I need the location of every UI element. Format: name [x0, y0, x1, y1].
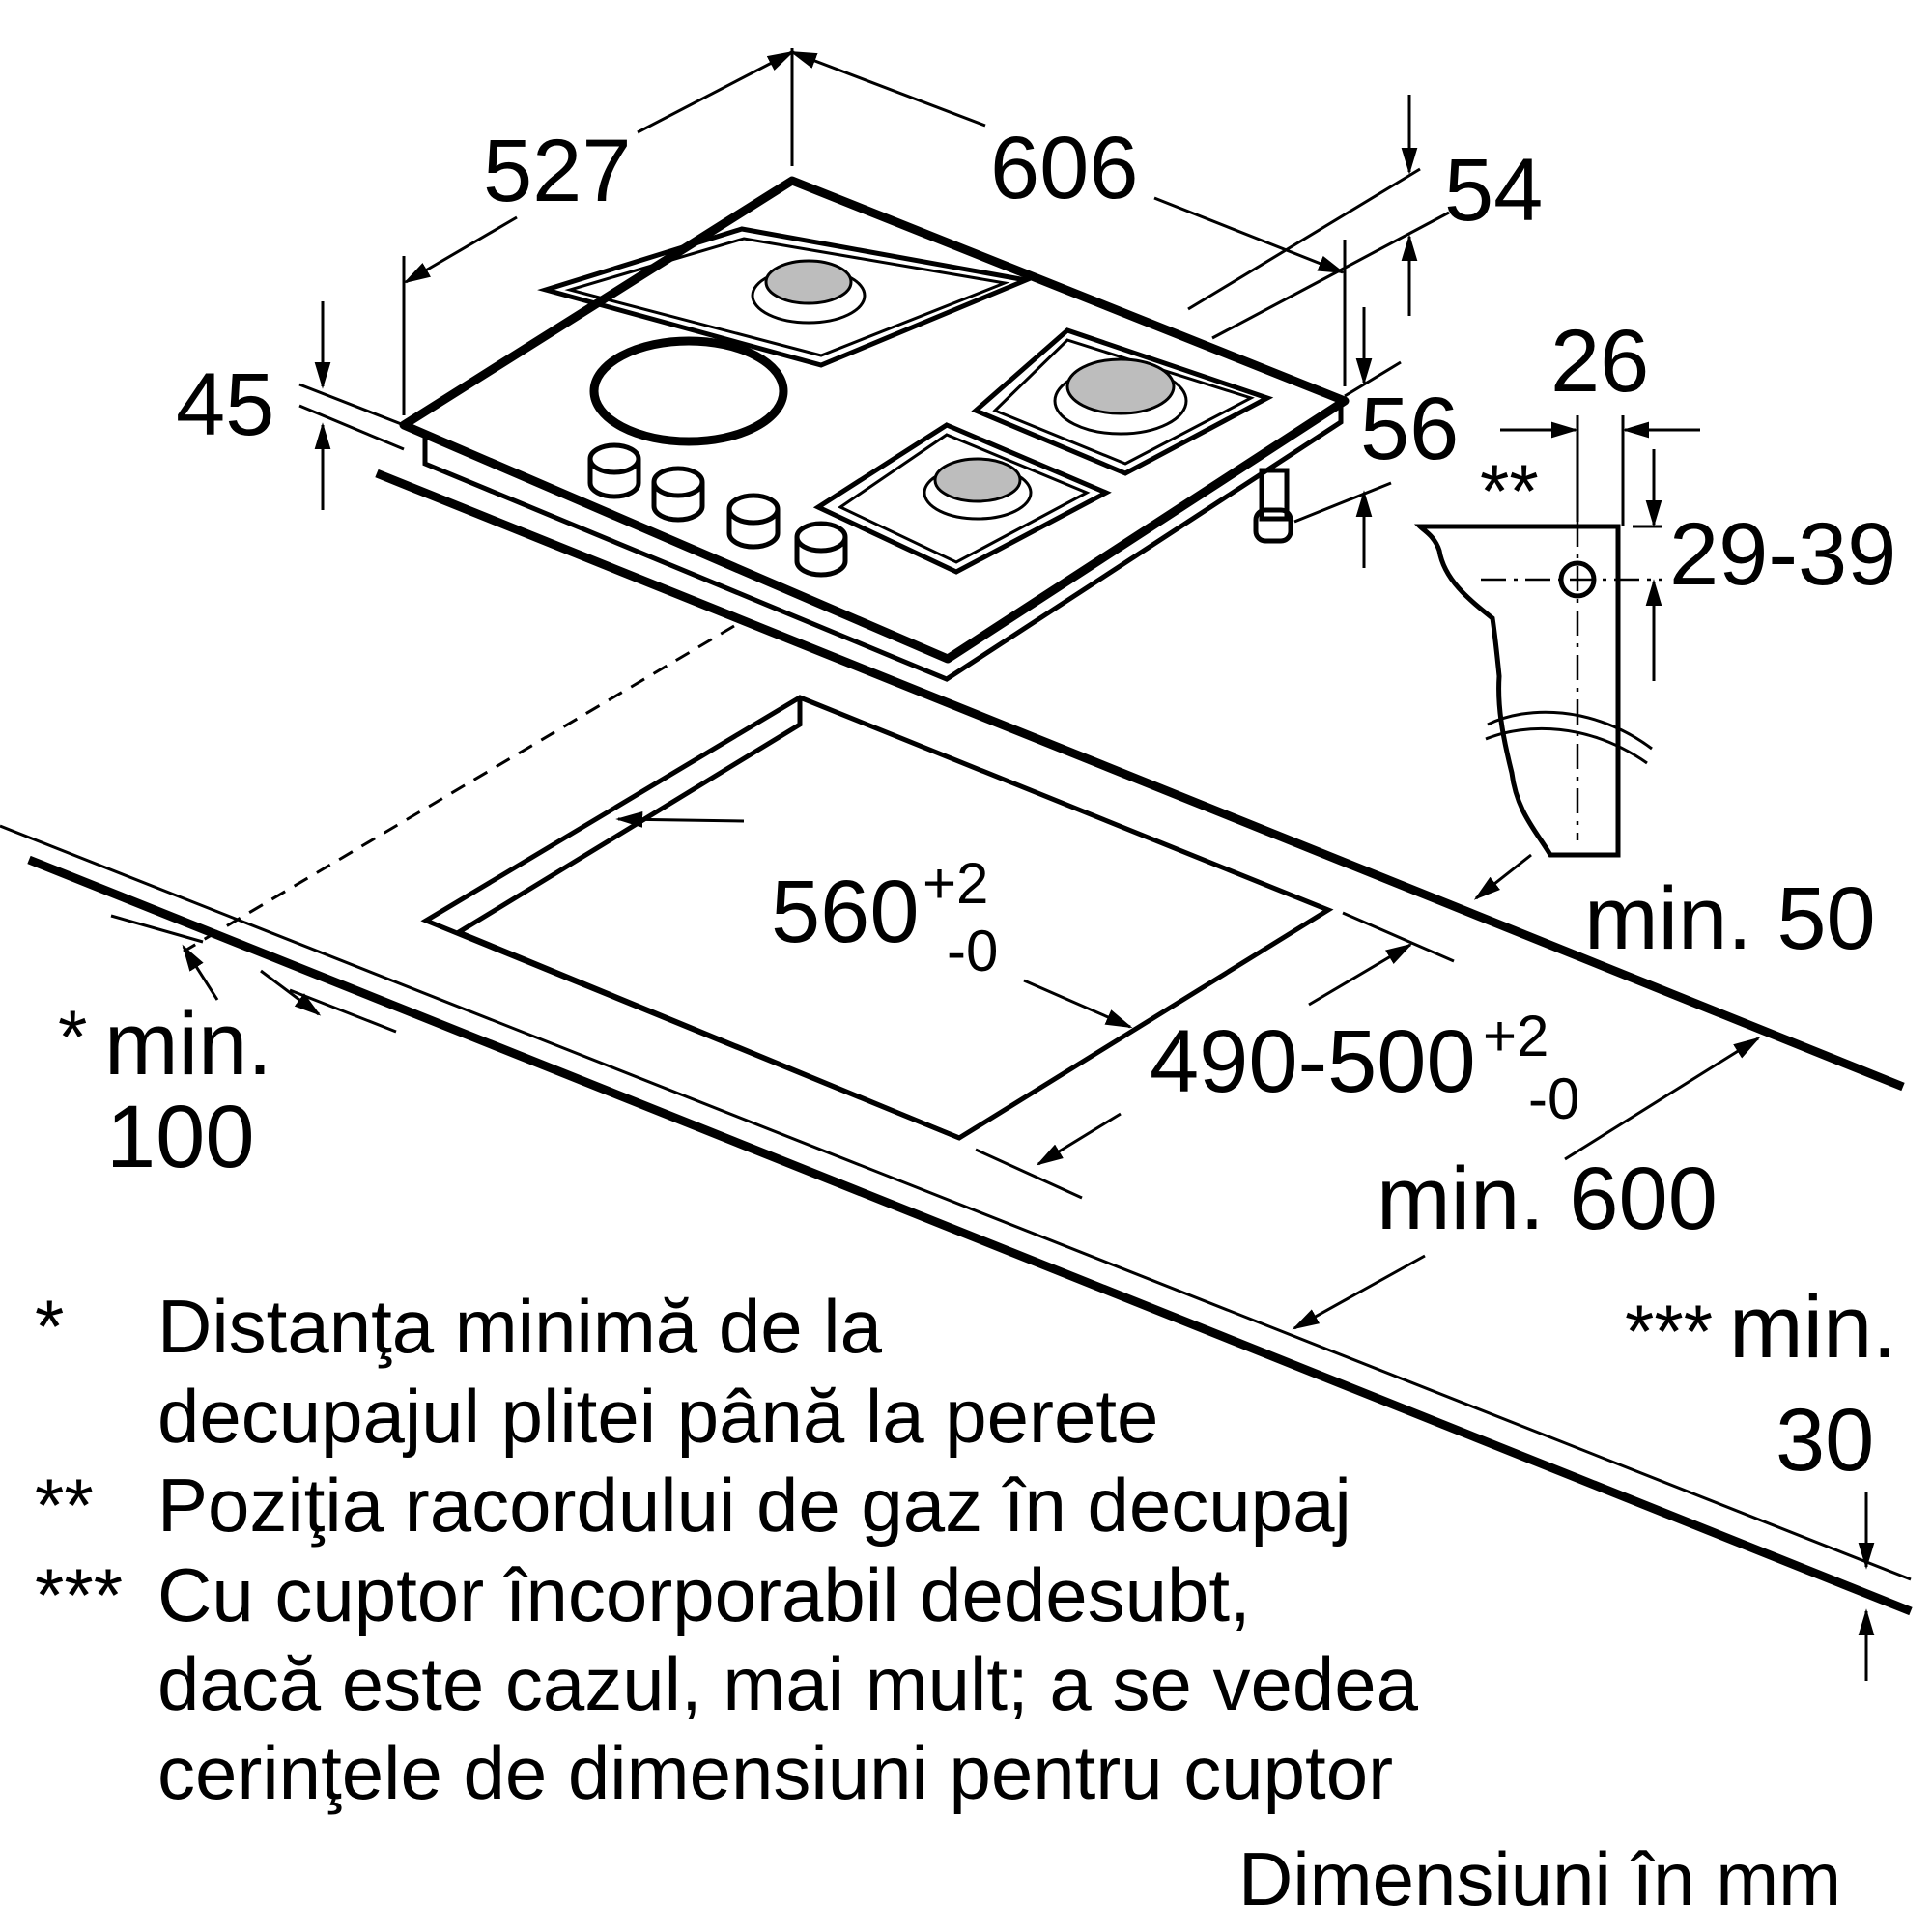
cutout-depth-dimension: 490-500 +2 -0 — [1150, 1004, 1579, 1131]
min-wall-label: min. — [104, 995, 272, 1094]
units-caption: Dimensiuni în mm — [1238, 1836, 1841, 1921]
cutout-depth-value: 490-500 — [1150, 1012, 1476, 1111]
knob — [794, 521, 848, 578]
connector-mark: ** — [1480, 448, 1539, 533]
min-worktop-thickness-dimension: *** min. 30 — [1625, 1278, 1897, 1490]
cutout-width-value: 560 — [771, 863, 920, 961]
cutout — [420, 695, 1334, 1141]
min-back-dimension: min. 50 — [1584, 869, 1876, 968]
connector-height-dimension: 29-39 — [1669, 505, 1896, 604]
min-thickness-value: 30 — [1776, 1391, 1874, 1490]
cutout-width-tol-plus: +2 — [923, 851, 988, 916]
burner — [537, 226, 1035, 368]
cutout-width-dimension: 560 +2 -0 — [771, 851, 998, 983]
dimension-lines — [110, 48, 1875, 1681]
width-dimension: 606 — [990, 119, 1139, 217]
min-thickness-mark: *** — [1625, 1289, 1713, 1374]
depth-dimension: 527 — [483, 122, 632, 220]
knob — [587, 442, 641, 499]
min-wall-value: 100 — [106, 1088, 255, 1186]
burner — [812, 422, 1112, 575]
knob — [651, 466, 705, 523]
connector-section — [1413, 415, 1662, 858]
worktop — [0, 469, 1913, 1616]
cutout-depth-tol-plus: +2 — [1483, 1004, 1548, 1068]
connector-width-dimension: 26 — [1550, 312, 1649, 411]
note-line: Distanţa minimă de la — [157, 1284, 883, 1369]
leg-dimension: 56 — [1360, 380, 1459, 478]
footnotes: * Distanţa minimă de la decupajul plitei… — [35, 1284, 1419, 1815]
note-line: Cu cuptor încorporabil dedesubt, — [157, 1552, 1251, 1637]
min-wall-distance-dimension: * min. 100 — [58, 994, 272, 1186]
note-line: cerinţele de dimensiuni pentru cuptor — [157, 1730, 1393, 1815]
height-dimension: 45 — [176, 355, 274, 454]
hotplate — [589, 336, 788, 446]
hob — [399, 176, 1350, 682]
note-line: decupajul plitei până la perete — [157, 1374, 1158, 1459]
note-line: dacă este cazul, mai mult; a se vedea — [157, 1641, 1419, 1726]
min-wall-mark: * — [58, 994, 87, 1079]
note-mark: * — [35, 1284, 64, 1369]
cutout-width-tol-minus: -0 — [947, 919, 998, 983]
note-mark: ** — [35, 1463, 94, 1548]
burner — [971, 327, 1274, 476]
min-worktop-depth-dimension: min. 600 — [1377, 1150, 1718, 1248]
note-line: Poziţia racordului de gaz în decupaj — [157, 1463, 1351, 1548]
min-thickness-label: min. — [1729, 1278, 1897, 1377]
note-mark: *** — [35, 1552, 123, 1637]
top-offset-dimension: 54 — [1444, 141, 1543, 240]
knob — [726, 493, 781, 550]
cutout-depth-tol-minus: -0 — [1528, 1066, 1579, 1131]
